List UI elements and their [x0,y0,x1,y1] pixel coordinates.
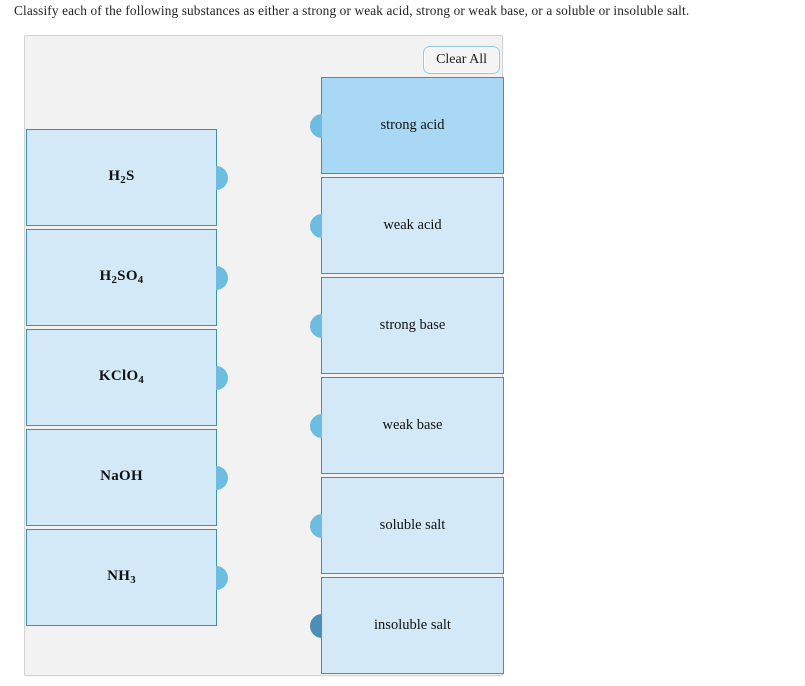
question-prompt: Classify each of the following substance… [14,3,690,18]
category-label: weak acid [383,217,442,233]
connector-knob-icon[interactable] [310,113,322,138]
connector-knob-icon[interactable] [310,513,322,538]
connector-knob-icon[interactable] [310,213,322,238]
category-bin[interactable]: soluble salt [310,477,504,574]
substance-formula: NaOH [100,468,143,484]
category-bin[interactable]: weak base [310,377,504,474]
substance-formula: H2S [108,168,135,187]
category-bins-column: strong acid weak acid strong base weak base… [310,77,505,677]
connector-knob-icon[interactable] [216,565,228,590]
category-bin[interactable]: strong base [310,277,504,374]
connector-knob-icon[interactable] [216,365,228,390]
substance-tile[interactable]: KClO4 [26,329,228,426]
category-label: strong acid [380,117,445,133]
category-bin[interactable]: weak acid [310,177,504,274]
substance-formula: H2SO4 [99,268,144,287]
substance-formula: KClO4 [98,368,145,387]
category-label: insoluble salt [374,617,451,633]
substance-tile[interactable]: H2SO4 [26,229,228,326]
connector-knob-icon[interactable] [310,413,322,438]
connector-knob-icon[interactable] [216,165,228,190]
substance-tile[interactable]: H2S [26,129,228,226]
category-label: strong base [379,317,446,333]
connector-knob-icon[interactable] [216,465,228,490]
connector-knob-icon[interactable] [310,313,322,338]
connector-knob-icon[interactable] [216,265,228,290]
category-label: soluble salt [379,517,446,533]
category-bin[interactable]: strong acid [310,77,504,174]
connector-knob-icon[interactable] [310,613,322,638]
clear-all-button[interactable]: Clear All [423,46,500,74]
category-bin[interactable]: insoluble salt [310,577,504,674]
substance-tile[interactable]: NaOH [26,429,228,526]
category-label: weak base [382,417,443,433]
substance-tile[interactable]: NH3 [26,529,228,626]
substance-formula: NH3 [107,568,136,587]
